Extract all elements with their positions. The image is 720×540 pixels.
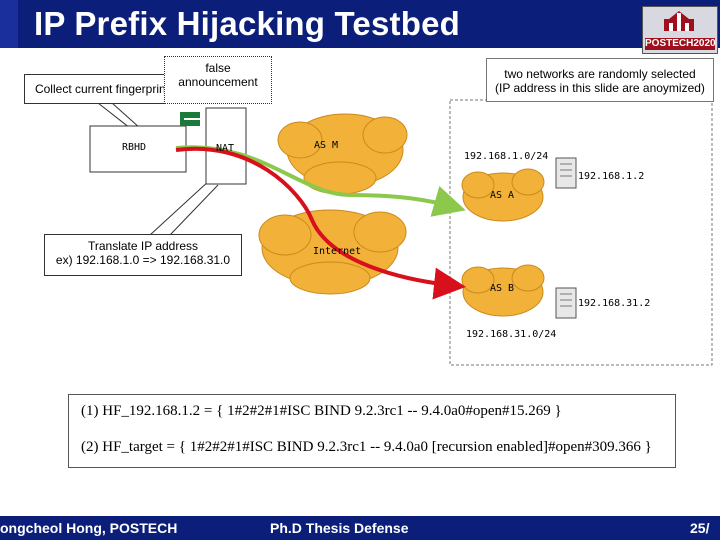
host-a-label: 192.168.1.2 [578,171,645,182]
internet-label: Internet [313,246,362,257]
logo-text: POSTECH2020 [645,38,716,50]
seal-icon [664,11,694,31]
fingerprint-callout: Collect current fingerprints [24,74,186,104]
footer-author: ongcheol Hong, POSTECH [0,520,178,536]
footer-page: 25/ [690,520,710,536]
as-a-label: AS A [490,190,515,201]
prefix-a-label: 192.168.1.0/24 [464,151,549,162]
translate-line2: ex) 192.168.1.0 => 192.168.31.0 [55,253,231,267]
fingerprint-pointer [97,102,131,129]
translate-callout: Translate IP address ex) 192.168.1.0 => … [44,234,242,276]
title-accent [0,0,18,48]
red-path [175,146,466,300]
cloud-internet [258,209,407,295]
prefix-b-label: 192.168.31.0/24 [466,329,557,340]
translate-pointer [149,179,211,236]
equation-line-1: (1) HF_192.168.1.2 = { 1#2#2#1#ISC BIND … [81,403,562,419]
cloud-as-a [461,168,545,222]
footer-center: Ph.D Thesis Defense [270,520,409,536]
slide-title: IP Prefix Hijacking Testbed [34,5,460,42]
as-b-label: AS B [490,283,515,294]
server-icon [555,287,577,319]
equation-line-2: (2) HF_target = { 1#2#2#1#ISC BIND 9.2.3… [81,439,652,455]
rbhd-box [89,125,187,173]
random-selection-callout: two networks are randomly selected (IP a… [486,58,714,102]
translate-pointer [169,184,219,236]
nat-label: NAT [216,143,235,154]
cloud-as-b [461,264,545,317]
translate-line1: Translate IP address [87,239,199,253]
postech-logo: POSTECH2020 [642,6,718,54]
title-bar: IP Prefix Hijacking Testbed [0,0,720,48]
footer-bar: ongcheol Hong, POSTECH Ph.D Thesis Defen… [0,516,720,540]
cloud-as-m [277,113,408,195]
server-icon [555,157,577,189]
false-announcement-line2: announcement [178,75,258,89]
target-network-region [449,99,713,366]
random-line2: (IP address in this slide are anoymized) [495,81,705,95]
rbhd-label: RBHD [122,142,147,153]
fingerprint-equations: (1) HF_192.168.1.2 = { 1#2#2#1#ISC BIND … [68,394,676,468]
false-announcement-callout: false announcement [164,56,272,104]
fingerprint-pointer [111,102,141,129]
as-m-label: AS M [314,140,339,151]
host-b-label: 192.168.31.2 [578,298,651,309]
false-announcement-line1: false [205,61,231,75]
random-line1: two networks are randomly selected [504,67,696,81]
